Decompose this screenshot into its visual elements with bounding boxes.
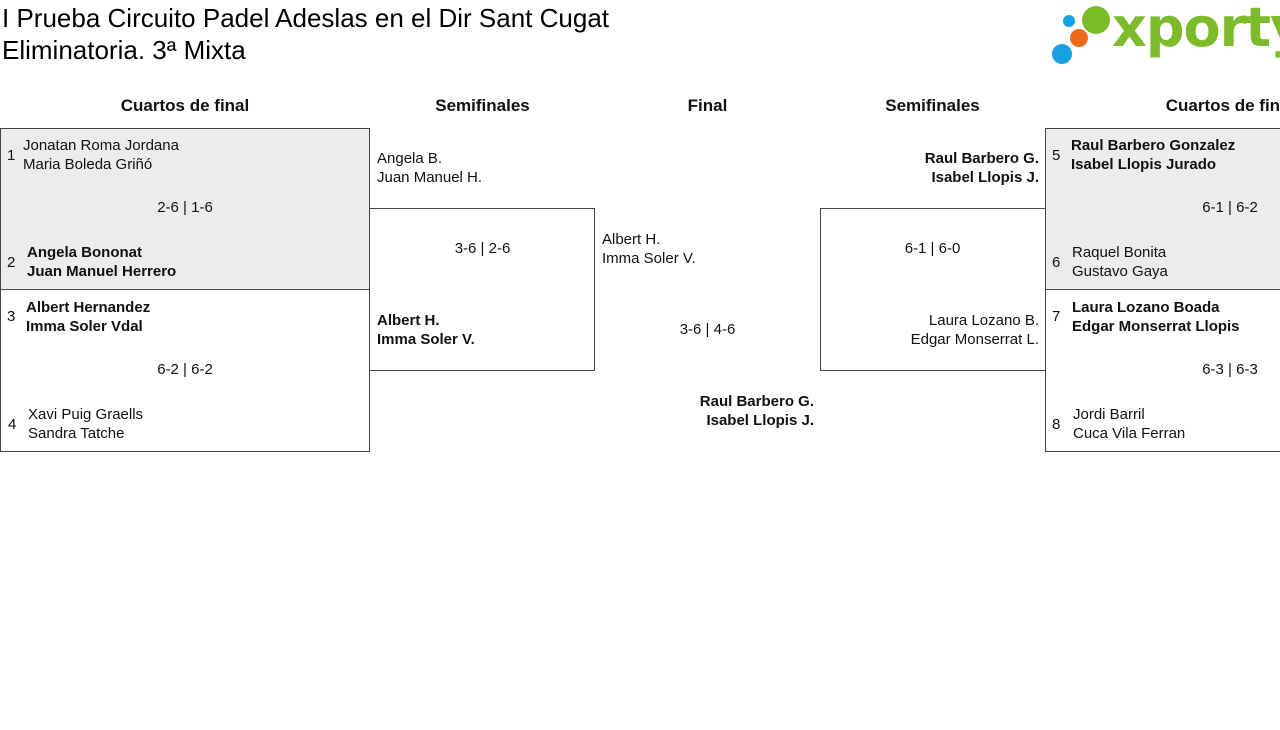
- logo-dot-orange: [1070, 29, 1088, 47]
- team-seed-1: Jonatan Roma Jordana Maria Boleda Griñó: [23, 136, 179, 174]
- player-name: Imma Soler V.: [377, 331, 475, 348]
- logo-dot-blue: [1052, 44, 1072, 64]
- player-name: Edgar Monserrat L.: [910, 331, 1039, 348]
- semifinal-right-team-top-winner: Raul Barbero G. Isabel Llopis J.: [828, 149, 1039, 187]
- match-score: 6-1 | 6-2: [1202, 199, 1258, 216]
- match-score: 6-2 | 6-2: [157, 361, 213, 378]
- page-title: I Prueba Circuito Padel Adeslas en el Di…: [2, 3, 610, 33]
- team-seed-5-winner: Raul Barbero Gonzalez Isabel Llopis Jura…: [1071, 136, 1235, 174]
- match-score: 3-6 | 2-6: [454, 240, 511, 257]
- match-quarterfinal-4: [1045, 289, 1280, 452]
- xporty-logo: xporty: [1050, 0, 1280, 66]
- team-seed-8: Jordi Barril Cuca Vila Ferran: [1073, 405, 1185, 443]
- page-subtitle: Eliminatoria. 3ª Mixta: [2, 35, 246, 65]
- logo-dot-green: [1082, 6, 1110, 34]
- match-score: 6-3 | 6-3: [1202, 361, 1258, 378]
- seed-number: 6: [1052, 254, 1061, 271]
- player-name: Jonatan Roma Jordana: [23, 137, 179, 154]
- semifinal-left-team-top: Angela B. Juan Manuel H.: [377, 149, 482, 187]
- player-name: Cuca Vila Ferran: [1073, 425, 1186, 442]
- player-name: Juan Manuel H.: [377, 169, 483, 186]
- final-score: 3-6 | 4-6: [679, 321, 736, 338]
- seed-number: 1: [7, 147, 16, 164]
- player-name: Albert Hernandez: [26, 299, 151, 316]
- seed-number: 3: [7, 308, 16, 325]
- player-name: Raul Barbero G.: [924, 150, 1039, 167]
- semifinal-left-team-bottom-winner: Albert H. Imma Soler V.: [377, 311, 475, 349]
- header-left-semifinals: Semifinales: [435, 96, 530, 115]
- header-left-quarterfinals: Cuartos de final: [120, 96, 250, 115]
- player-name: Xavi Puig Graells: [28, 406, 144, 423]
- player-name: Gustavo Gaya: [1072, 263, 1168, 280]
- logo-dot-blue-small: [1063, 15, 1075, 27]
- player-name: Raul Barbero G.: [699, 393, 814, 410]
- player-name: Angela B.: [377, 150, 443, 167]
- match-quarterfinal-1: [0, 128, 370, 290]
- player-name: Raquel Bonita: [1072, 244, 1167, 261]
- semifinal-right-team-bottom: Laura Lozano B. Edgar Monserrat L.: [828, 311, 1039, 349]
- player-name: Isabel Llopis J.: [931, 169, 1039, 186]
- player-name: Jordi Barril: [1073, 406, 1145, 423]
- team-seed-7-winner: Laura Lozano Boada Edgar Monserrat Llopi…: [1072, 298, 1240, 336]
- match-score: 2-6 | 1-6: [157, 199, 213, 216]
- player-name: Isabel Llopis Jurado: [1071, 156, 1217, 173]
- logo-wordmark: xporty: [1112, 0, 1280, 59]
- team-seed-3-winner: Albert Hernandez Imma Soler Vdal: [26, 298, 150, 336]
- player-name: Juan Manuel Herrero: [27, 263, 177, 280]
- team-seed-2-winner: Angela Bononat Juan Manuel Herrero: [27, 243, 176, 281]
- champion-team: Raul Barbero G. Isabel Llopis J.: [600, 392, 814, 430]
- player-name: Albert H.: [377, 312, 440, 329]
- final-team-left: Albert H. Imma Soler V.: [602, 230, 696, 268]
- player-name: Imma Soler Vdal: [26, 318, 143, 335]
- player-name: Imma Soler V.: [602, 250, 696, 267]
- player-name: Laura Lozano Boada: [1072, 299, 1220, 316]
- seed-number: 7: [1052, 308, 1061, 325]
- team-seed-4: Xavi Puig Graells Sandra Tatche: [28, 405, 143, 443]
- seed-number: 8: [1052, 416, 1061, 433]
- player-name: Albert H.: [602, 231, 661, 248]
- match-semifinal-left: [369, 208, 595, 371]
- player-name: Edgar Monserrat Llopis: [1072, 318, 1240, 335]
- player-name: Isabel Llopis J.: [706, 412, 814, 429]
- match-semifinal-right: [820, 208, 1046, 371]
- header-right-quarterfinals: Cuartos de final: [1165, 96, 1280, 115]
- player-name: Laura Lozano B.: [928, 312, 1039, 329]
- header-final: Final: [687, 96, 728, 115]
- player-name: Maria Boleda Griñó: [23, 156, 153, 173]
- header-right-semifinals: Semifinales: [885, 96, 980, 115]
- seed-number: 2: [7, 254, 16, 271]
- player-name: Angela Bononat: [27, 244, 142, 261]
- team-seed-6: Raquel Bonita Gustavo Gaya: [1072, 243, 1168, 281]
- match-score: 6-1 | 6-0: [904, 240, 961, 257]
- seed-number: 4: [8, 416, 17, 433]
- seed-number: 5: [1052, 147, 1061, 164]
- player-name: Sandra Tatche: [28, 425, 125, 442]
- player-name: Raul Barbero Gonzalez: [1071, 137, 1236, 154]
